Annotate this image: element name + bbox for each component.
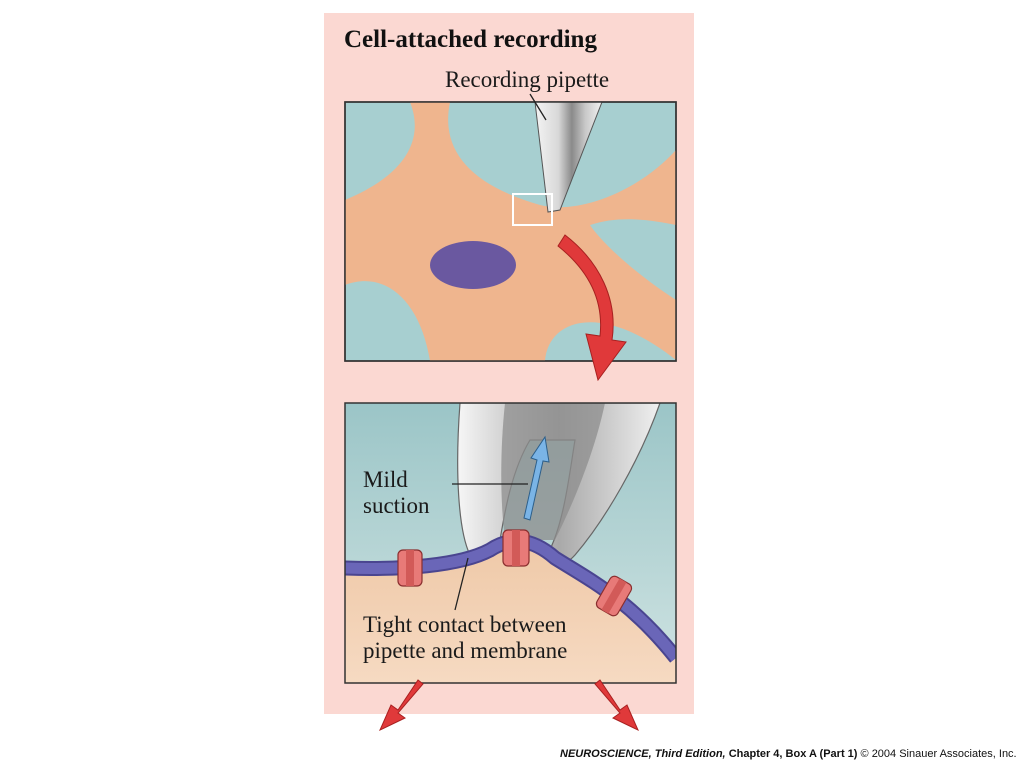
tight-contact-line1: Tight contact between (363, 612, 567, 637)
mild-suction-line1: Mild (363, 467, 408, 492)
cytoplasm (345, 543, 676, 683)
patch-detail-panel (344, 402, 677, 684)
mild-suction-label: Mild suction (363, 467, 429, 519)
pipette-leader-line (529, 93, 547, 121)
tight-contact-label: Tight contact between pipette and membra… (363, 612, 567, 664)
mild-suction-line2: suction (363, 493, 430, 518)
cell-overview-panel (344, 101, 677, 362)
neuron-cell-body (345, 102, 676, 361)
exit-arrow-left (378, 679, 424, 732)
tight-contact-line2: pipette and membrane (363, 638, 568, 663)
ion-channel-left (397, 549, 423, 587)
nucleus (430, 241, 516, 289)
ion-channel-right (595, 575, 633, 617)
recording-pipette-label: Recording pipette (445, 67, 610, 92)
zoom-box (512, 193, 553, 226)
pipette-shaft (534, 102, 603, 213)
caption-copyright: © 2004 Sinauer Associates, Inc. (860, 748, 1017, 760)
suction-arrow (523, 435, 550, 521)
figure-title: Cell-attached recording (344, 26, 597, 53)
contact-leader-line (454, 557, 469, 611)
exit-arrow-right (594, 679, 640, 732)
figure-caption: NEUROSCIENCE, Third Edition, Chapter 4, … (560, 748, 1017, 760)
caption-book: NEUROSCIENCE, Third Edition, (560, 748, 726, 760)
zoom-arrow (557, 234, 627, 382)
ion-channel-center (502, 529, 530, 567)
caption-chapter: Chapter 4, Box A (Part 1) (728, 748, 858, 760)
